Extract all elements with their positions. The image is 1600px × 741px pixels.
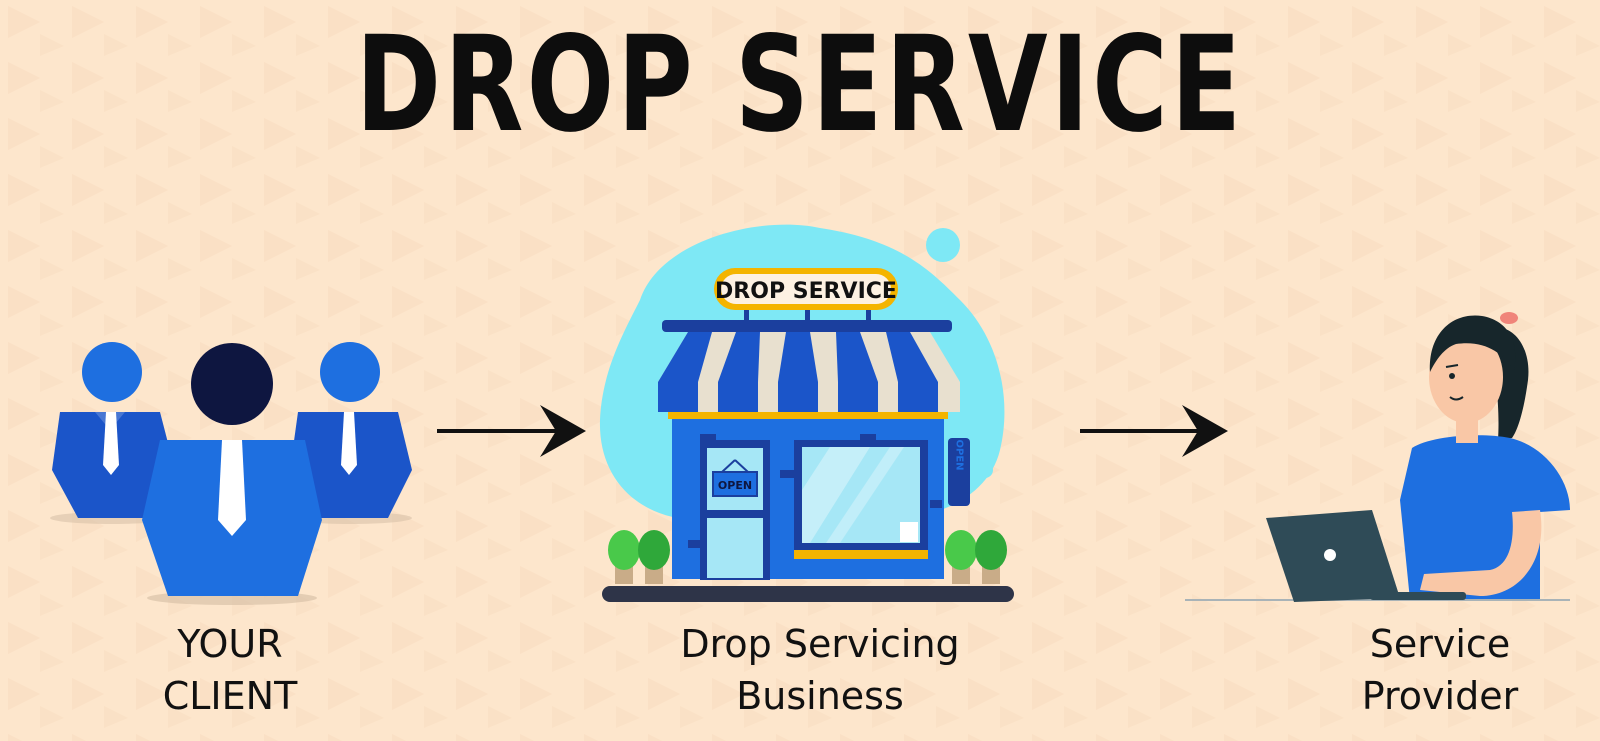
node-label-line: CLIENT <box>162 674 298 718</box>
node-label-line: Business <box>736 674 904 718</box>
node-label-client: YOUR CLIENT <box>110 618 350 722</box>
client-group-icon <box>50 342 412 605</box>
node-label-line: YOUR <box>177 622 283 666</box>
side-open-sign: OPEN <box>954 439 965 470</box>
node-label-business: Drop Servicing Business <box>640 618 1000 722</box>
node-label-line: Service <box>1369 622 1511 666</box>
node-label-line: Drop Servicing <box>680 622 960 666</box>
client-person-right <box>288 342 412 524</box>
door-open-sign: OPEN <box>718 479 752 492</box>
page-title: DROP SERVICE <box>355 8 1245 162</box>
store-sign-text: DROP SERVICE <box>715 279 897 304</box>
arrow-right-icon <box>437 405 586 457</box>
client-person-left <box>50 342 175 524</box>
client-person-center <box>142 343 322 605</box>
arrow-right-icon <box>1080 405 1228 457</box>
storefront-icon: OPEN OPEN DROP SERVICE <box>599 224 1014 602</box>
node-label-provider: Service Provider <box>1300 618 1580 722</box>
service-provider-icon <box>1185 312 1570 602</box>
node-label-line: Provider <box>1361 674 1519 718</box>
